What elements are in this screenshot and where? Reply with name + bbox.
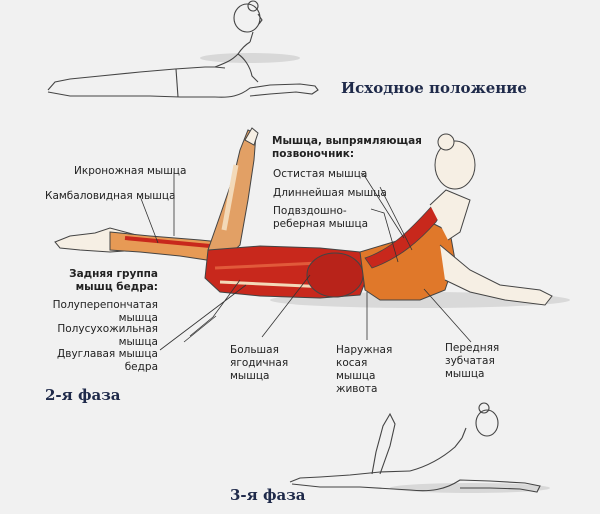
serratus-line1: Передняя [445, 342, 500, 354]
label-semitendinosus: Полусухожильная мышца [57, 323, 158, 349]
gluteus-line3: мышца [230, 370, 270, 382]
oblique-line3: мышца [336, 370, 376, 382]
hamstrings-header-line1: Задняя группа [69, 268, 158, 280]
biceps-femoris-line1: Двуглавая мышца [57, 348, 158, 360]
phase-title-phase3: 3-я фаза [230, 486, 306, 504]
serratus-line3: мышца [445, 368, 485, 380]
biceps-femoris-line2: бедра [124, 361, 158, 373]
semimembranosus-line2: мышца [118, 312, 158, 324]
label-semimembranosus: Полуперепончатая мышца [53, 299, 158, 325]
label-erector-header: Мышца, выпрямляющая позвоночник: [272, 135, 422, 161]
oblique-line1: Наружная [336, 344, 393, 356]
label-iliocostalis: Подвздошно- реберная мышца [273, 205, 368, 231]
label-hamstrings-header: Задняя группа мышц бедра: [69, 268, 158, 294]
gluteus-line1: Большая [230, 344, 279, 356]
iliocostalis-line2: реберная мышца [273, 218, 369, 230]
label-serratus-anterior: Передняя зубчатая мышца [445, 342, 499, 381]
iliocostalis-line1: Подвздошно- [273, 205, 347, 217]
erector-header-line1: Мышца, выпрямляющая [272, 135, 422, 147]
figure-phase3 [289, 402, 550, 493]
figure-phase2-anatomy [54, 127, 570, 308]
oblique-line4: живота [336, 383, 378, 395]
label-spinalis: Остистая мышца [273, 168, 368, 180]
label-soleus: Камбаловидная мышца [45, 190, 176, 202]
gluteus-line2: ягодичная [230, 357, 289, 369]
leader-lines [139, 172, 472, 351]
phase-title-phase2: 2-я фаза [45, 386, 121, 404]
label-biceps-femoris: Двуглавая мышца бедра [57, 348, 158, 374]
label-external-oblique: Наружная косая мышца живота [336, 344, 392, 396]
hamstrings-header-line2: мышц бедра: [75, 281, 158, 293]
label-gluteus-maximus: Большая ягодичная мышца [230, 344, 288, 383]
erector-header-line2: позвоночник: [272, 148, 355, 160]
semimembranosus-line1: Полуперепончатая [52, 299, 158, 311]
label-gastrocnemius: Икроножная мышца [74, 165, 187, 177]
semitendinosus-line1: Полусухожильная [57, 323, 158, 335]
oblique-line2: косая [336, 357, 368, 369]
serratus-line2: зубчатая [445, 355, 495, 367]
phase-title-start: Исходное положение [341, 79, 527, 97]
figure-start-position [47, 0, 319, 98]
semitendinosus-line2: мышца [118, 336, 158, 348]
label-longissimus: Длиннейшая мышца [273, 187, 387, 199]
